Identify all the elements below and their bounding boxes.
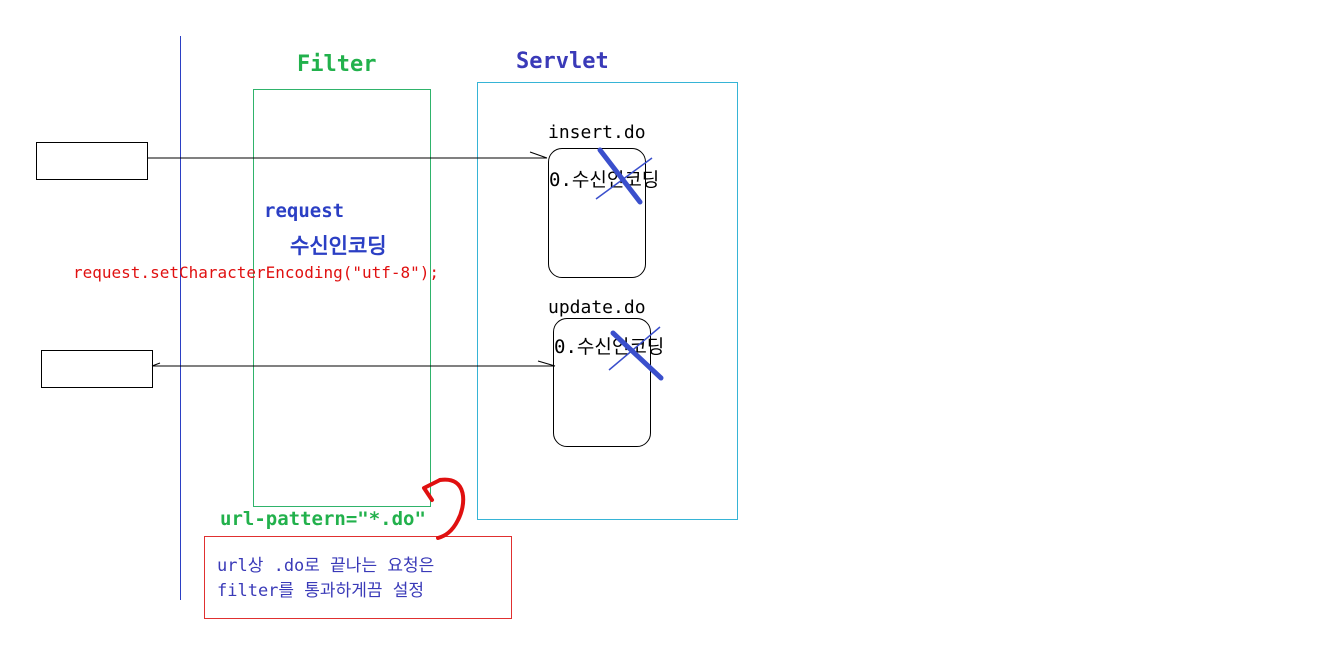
update-do-label: update.do (548, 297, 646, 318)
note-line-2: filter를 통과하게끔 설정 (217, 581, 424, 601)
client-server-divider (180, 36, 181, 600)
update-arrow (151, 360, 556, 367)
update-strike-mark (608, 326, 664, 381)
insert-do-box (548, 148, 646, 278)
note-line-1: url상 .do로 끝나는 요청은 (217, 556, 435, 576)
set-encoding-code: request.setCharacterEncoding("utf-8"); (73, 263, 440, 282)
url-pattern-label: url-pattern="*.do" (220, 508, 426, 530)
note-box: url상 .do로 끝나는 요청은 filter를 통과하게끔 설정 (204, 536, 512, 619)
filter-box (253, 89, 431, 507)
insert-strike-mark (595, 147, 653, 205)
request-arrow (147, 151, 548, 159)
filter-title: Filter (297, 52, 377, 77)
insert-step-label: 0.수신인코딩 (549, 169, 660, 191)
filter-encoding-label: 수신인코딩 (290, 234, 387, 258)
client-box-bottom (41, 350, 153, 388)
insert-do-label: insert.do (548, 122, 646, 143)
client-box-top (36, 142, 148, 180)
update-do-box (553, 318, 651, 447)
filter-request-label: request (264, 200, 345, 222)
servlet-title: Servlet (516, 49, 609, 74)
red-curl-arrow (422, 477, 466, 540)
servlet-box (477, 82, 738, 520)
